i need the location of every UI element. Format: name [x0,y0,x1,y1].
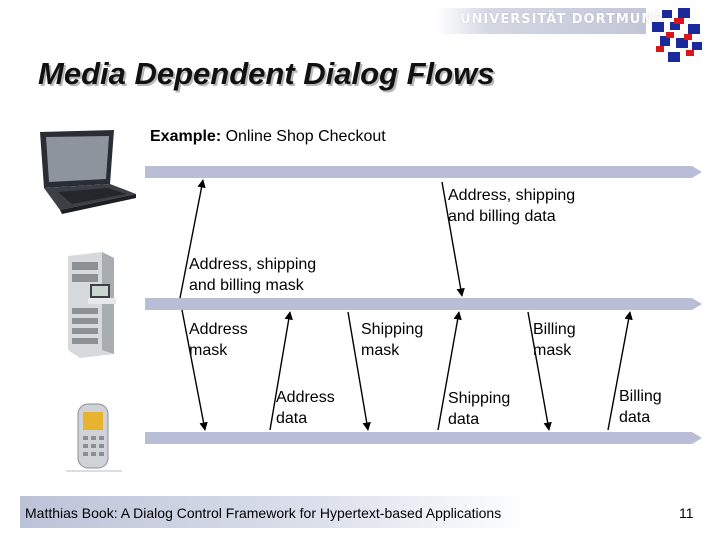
label-line: Shipping [361,321,424,338]
university-logo-icon [652,8,702,62]
header-bar [436,8,646,34]
slide-title: Media Dependent Dialog Flows [38,56,495,91]
label-line: Address, shipping [448,187,576,204]
page-number: 11 [679,505,694,521]
label-line: Address [276,389,335,406]
label-billing-mask: Billing mask [533,319,576,361]
label-line: mask [533,342,572,359]
mobile-phone-icon [66,403,122,472]
label-line: mask [361,342,400,359]
label-address-data: Address data [276,387,335,429]
laptop-icon [40,130,136,214]
label-line: Shipping [448,390,511,407]
label-line: Billing [533,321,576,338]
label-shipping-data: Shipping data [448,388,510,430]
label-line: Address, shipping [189,256,317,273]
label-address-mask: Address mask [189,319,248,361]
example-subtitle: Example: Online Shop Checkout [150,128,386,146]
label-line: and billing mask [189,277,304,294]
label-billing-data: Billing data [619,386,662,428]
label-line: data [448,411,480,428]
example-label: Example: [150,128,222,145]
arrow-laptop-to-server [441,181,465,297]
lane-phone [145,432,702,444]
arrow-phone-shipping-data [527,311,552,431]
footer-bar [20,496,700,528]
arrow-laptop-phone [179,179,206,299]
label-line: data [619,409,651,426]
lane-server [145,298,702,310]
label-addr-ship-bill-data: Address, shipping and billing data [448,185,575,227]
example-text: Online Shop Checkout [221,128,386,145]
label-addr-ship-bill-mask: Address, shipping and billing mask [189,254,316,296]
arrow-server-address-mask [269,311,293,431]
lane-laptop [145,166,702,178]
label-line: Address [189,321,248,338]
label-shipping-mask: Shipping mask [361,319,423,361]
university-name: UNIVERSITÄT DORTMUND [460,12,666,27]
label-line: and billing data [448,208,556,225]
label-line: mask [189,342,228,359]
arrow-laptop-phone-down [181,309,208,431]
label-line: data [276,410,308,427]
footer-text: Matthias Book: A Dialog Control Framewor… [25,505,502,521]
label-line: Billing [619,388,662,405]
server-icon [68,252,116,358]
arrow-server-shipping-mask [437,311,462,431]
arrow-server-billing-mask [607,311,633,431]
arrow-phone-address-data [347,311,371,431]
